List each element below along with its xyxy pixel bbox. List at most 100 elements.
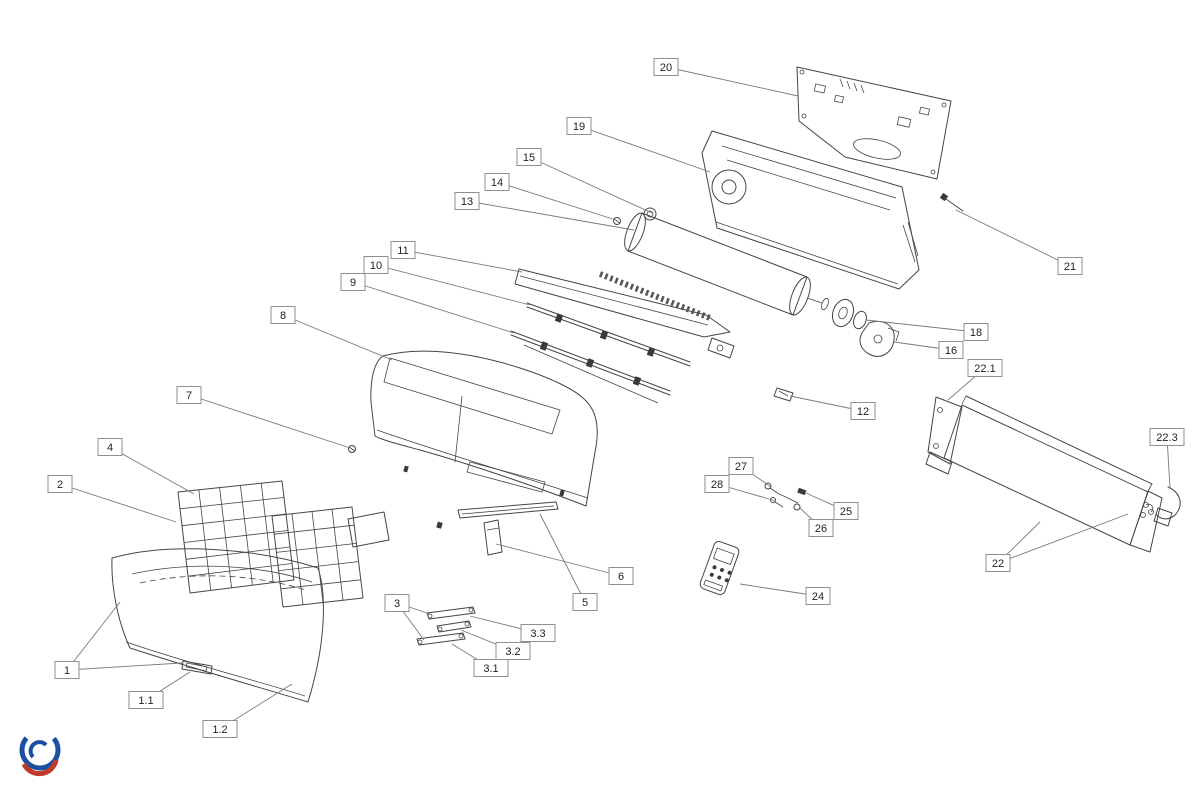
remote-control — [699, 541, 740, 596]
callout-box-22 — [985, 554, 1011, 572]
callout-box-13 — [454, 192, 480, 210]
callout-number-21: 21 — [1064, 261, 1076, 273]
screw-long — [939, 192, 964, 212]
callout-14: 14 — [484, 173, 617, 221]
callout-box-8 — [270, 306, 296, 324]
callout-6: 6 — [495, 543, 634, 585]
callout-8: 8 — [270, 306, 393, 361]
callout-26: 26 — [799, 507, 834, 537]
callout-box-3.1 — [473, 659, 509, 677]
support-bracket — [773, 387, 794, 402]
callout-3.3: 3.3 — [469, 615, 556, 642]
callout-24: 24 — [739, 583, 831, 605]
callout-box-1 — [54, 661, 80, 679]
callout-number-14: 14 — [491, 177, 503, 189]
callout-4: 4 — [97, 438, 195, 495]
callout-number-12: 12 — [857, 406, 869, 418]
callout-box-27 — [728, 457, 754, 475]
callout-box-22.3 — [1149, 428, 1185, 446]
callout-7: 7 — [176, 386, 351, 449]
louver-bar-upper — [526, 302, 691, 367]
callout-number-22.1: 22.1 — [974, 363, 995, 375]
main-body — [370, 350, 598, 529]
callout-number-25: 25 — [840, 506, 852, 518]
callout-layer: 201915141311109874211.11.233.13.23.35612… — [47, 58, 1185, 738]
callout-3.1: 3.1 — [451, 643, 509, 677]
callout-number-20: 20 — [660, 62, 672, 74]
louver-links — [416, 606, 476, 646]
display-box — [483, 519, 503, 556]
callout-number-13: 13 — [461, 196, 473, 208]
callout-box-3.2 — [495, 642, 531, 660]
callout-10: 10 — [363, 256, 531, 306]
purifier-filter — [347, 511, 390, 548]
callout-number-15: 15 — [523, 152, 535, 164]
callout-number-3: 3 — [394, 598, 400, 610]
callout-1.1: 1.1 — [128, 671, 191, 709]
fan-motor — [831, 298, 867, 330]
callout-3: 3 — [384, 594, 431, 641]
callout-number-28: 28 — [711, 479, 723, 491]
callout-box-14 — [484, 173, 510, 191]
air-filter-right — [271, 506, 364, 608]
body-screw — [348, 445, 356, 453]
vane-frame — [514, 268, 735, 359]
callout-box-20 — [653, 58, 679, 76]
callout-9: 9 — [340, 273, 515, 334]
callout-21: 21 — [955, 209, 1083, 275]
heat-exchanger-right — [925, 395, 1163, 553]
callout-18: 18 — [865, 319, 989, 341]
callout-20: 20 — [653, 58, 799, 97]
callout-number-3.3: 3.3 — [530, 628, 545, 640]
motor-bracket — [859, 321, 900, 357]
sensor-parts — [764, 482, 807, 511]
fan-bearing — [643, 207, 657, 221]
callout-box-1.2 — [202, 720, 238, 738]
callout-box-4 — [97, 438, 123, 456]
callout-number-1: 1 — [64, 665, 70, 677]
callout-12: 12 — [789, 395, 876, 420]
callout-box-12 — [850, 402, 876, 420]
callout-box-7 — [176, 386, 202, 404]
front-panel — [111, 548, 324, 703]
callout-number-3.2: 3.2 — [505, 646, 520, 658]
callout-13: 13 — [454, 192, 635, 231]
callout-box-3 — [384, 594, 410, 612]
callout-number-3.1: 3.1 — [483, 663, 498, 675]
callout-box-24 — [805, 587, 831, 605]
callout-box-5 — [572, 593, 598, 611]
callout-15: 15 — [516, 148, 653, 214]
callout-number-8: 8 — [280, 310, 286, 322]
callout-28: 28 — [704, 475, 777, 502]
exchanger-end-pipe — [1153, 486, 1181, 527]
callout-11: 11 — [390, 241, 523, 273]
air-filter-left — [177, 480, 295, 594]
brand-logo — [19, 729, 61, 777]
callout-16: 16 — [893, 341, 964, 359]
callout-number-24: 24 — [812, 591, 824, 603]
callout-5: 5 — [539, 513, 598, 611]
callout-number-22: 22 — [992, 558, 1004, 570]
callout-27: 27 — [728, 457, 772, 488]
callout-number-9: 9 — [350, 277, 356, 289]
callout-number-7: 7 — [186, 390, 192, 402]
callout-box-26 — [808, 519, 834, 537]
callout-22.1: 22.1 — [947, 359, 1003, 401]
callout-number-26: 26 — [815, 523, 827, 535]
louver-blade — [457, 501, 559, 519]
callout-25: 25 — [805, 492, 859, 520]
callout-2: 2 — [47, 475, 177, 523]
callout-number-2: 2 — [57, 479, 63, 491]
callout-box-25 — [833, 502, 859, 520]
callout-number-22.3: 22.3 — [1156, 432, 1177, 444]
callout-number-6: 6 — [618, 571, 624, 583]
callout-1.2: 1.2 — [202, 683, 293, 738]
callout-22.3: 22.3 — [1149, 428, 1185, 489]
callout-box-11 — [390, 241, 416, 259]
callout-box-22.1 — [967, 359, 1003, 377]
callout-number-16: 16 — [945, 345, 957, 357]
callout-box-10 — [363, 256, 389, 274]
callout-box-21 — [1057, 257, 1083, 275]
